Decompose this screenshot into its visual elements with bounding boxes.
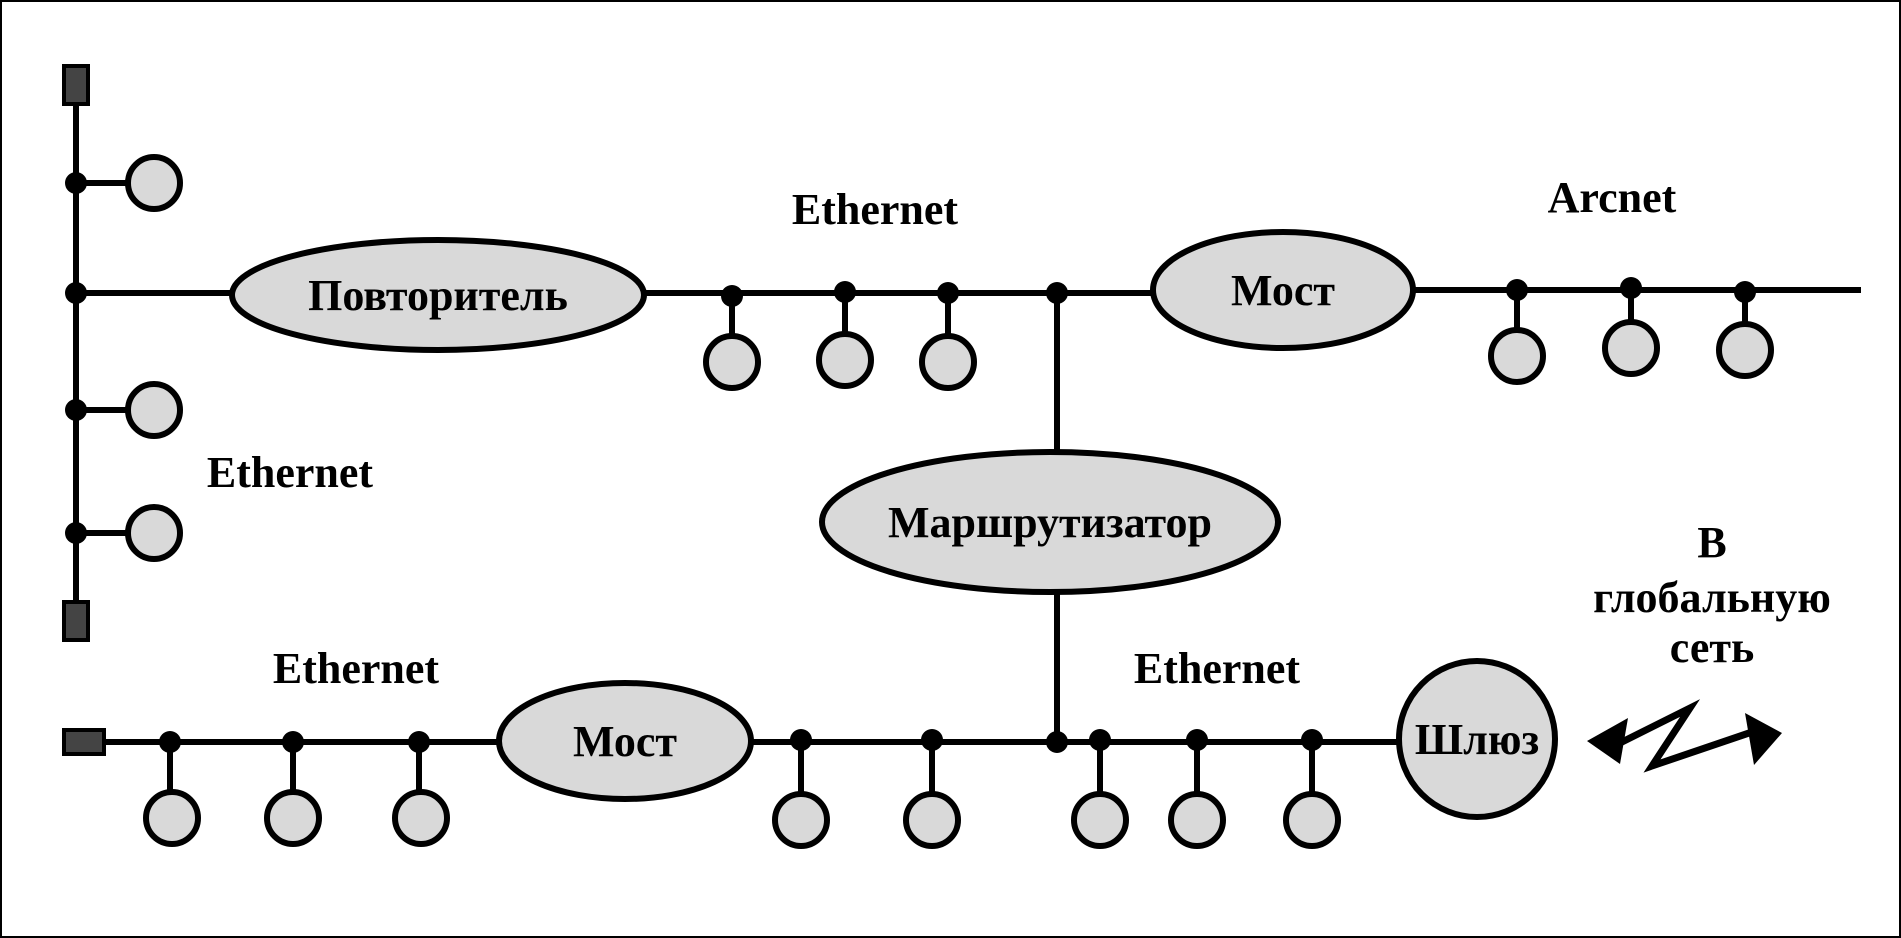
bridge-bottom-device: Мост xyxy=(496,680,754,802)
bottom-terminator xyxy=(62,600,90,642)
workstation-node xyxy=(816,331,874,389)
bottom-middle-stations xyxy=(772,729,1341,849)
gateway-device: Шлюз xyxy=(1396,658,1558,820)
left-station-3 xyxy=(65,504,183,562)
workstation-node xyxy=(143,789,201,847)
repeater-label: Повторитель xyxy=(308,271,568,320)
workstation-node xyxy=(264,789,322,847)
bridge-top-device: Мост xyxy=(1150,229,1416,351)
wan-label-line-2: глобальную xyxy=(1593,573,1831,622)
segment-label-top-middle: Ethernet xyxy=(792,185,959,234)
router-device: Маршрутизатор xyxy=(819,449,1281,595)
workstation-node xyxy=(919,333,977,391)
workstation-node xyxy=(1071,791,1129,849)
segment-label-top-right: Arcnet xyxy=(1548,173,1677,222)
workstation-node xyxy=(1602,319,1660,377)
left-terminator xyxy=(62,728,106,756)
wan-label-line-3: сеть xyxy=(1670,623,1754,672)
router-junction-dot-bottom xyxy=(1046,731,1068,753)
segment-label-left-vertical: Ethernet xyxy=(207,448,374,497)
workstation-node xyxy=(125,381,183,439)
top-middle-stations xyxy=(703,281,1068,391)
workstation-node xyxy=(125,504,183,562)
bottom-left-stations xyxy=(143,731,450,847)
gateway-label: Шлюз xyxy=(1415,715,1539,764)
repeater-device: Повторитель xyxy=(229,237,647,353)
router-label: Маршрутизатор xyxy=(888,498,1212,547)
bridge-bottom-label: Мост xyxy=(573,717,677,766)
left-station-2 xyxy=(65,381,183,439)
lightning-arrow-icon xyxy=(1587,699,1782,773)
wan-label: В глобальную сеть xyxy=(1593,518,1831,672)
workstation-node xyxy=(1716,321,1774,379)
left-station-1 xyxy=(65,154,183,212)
workstation-node xyxy=(1488,327,1546,385)
workstation-node xyxy=(903,791,961,849)
wan-label-line-1: В xyxy=(1697,518,1726,567)
workstation-node xyxy=(1283,791,1341,849)
bridge-top-label: Мост xyxy=(1231,266,1335,315)
segment-label-bottom-middle: Ethernet xyxy=(1134,644,1301,693)
top-terminator xyxy=(62,64,90,106)
left-vertical-segment xyxy=(62,64,183,642)
workstation-node xyxy=(772,791,830,849)
workstation-node xyxy=(392,789,450,847)
segment-label-bottom-left: Ethernet xyxy=(273,644,440,693)
workstation-node xyxy=(1168,791,1226,849)
workstation-node xyxy=(125,154,183,212)
workstation-node xyxy=(703,333,761,391)
top-right-stations xyxy=(1488,277,1774,385)
